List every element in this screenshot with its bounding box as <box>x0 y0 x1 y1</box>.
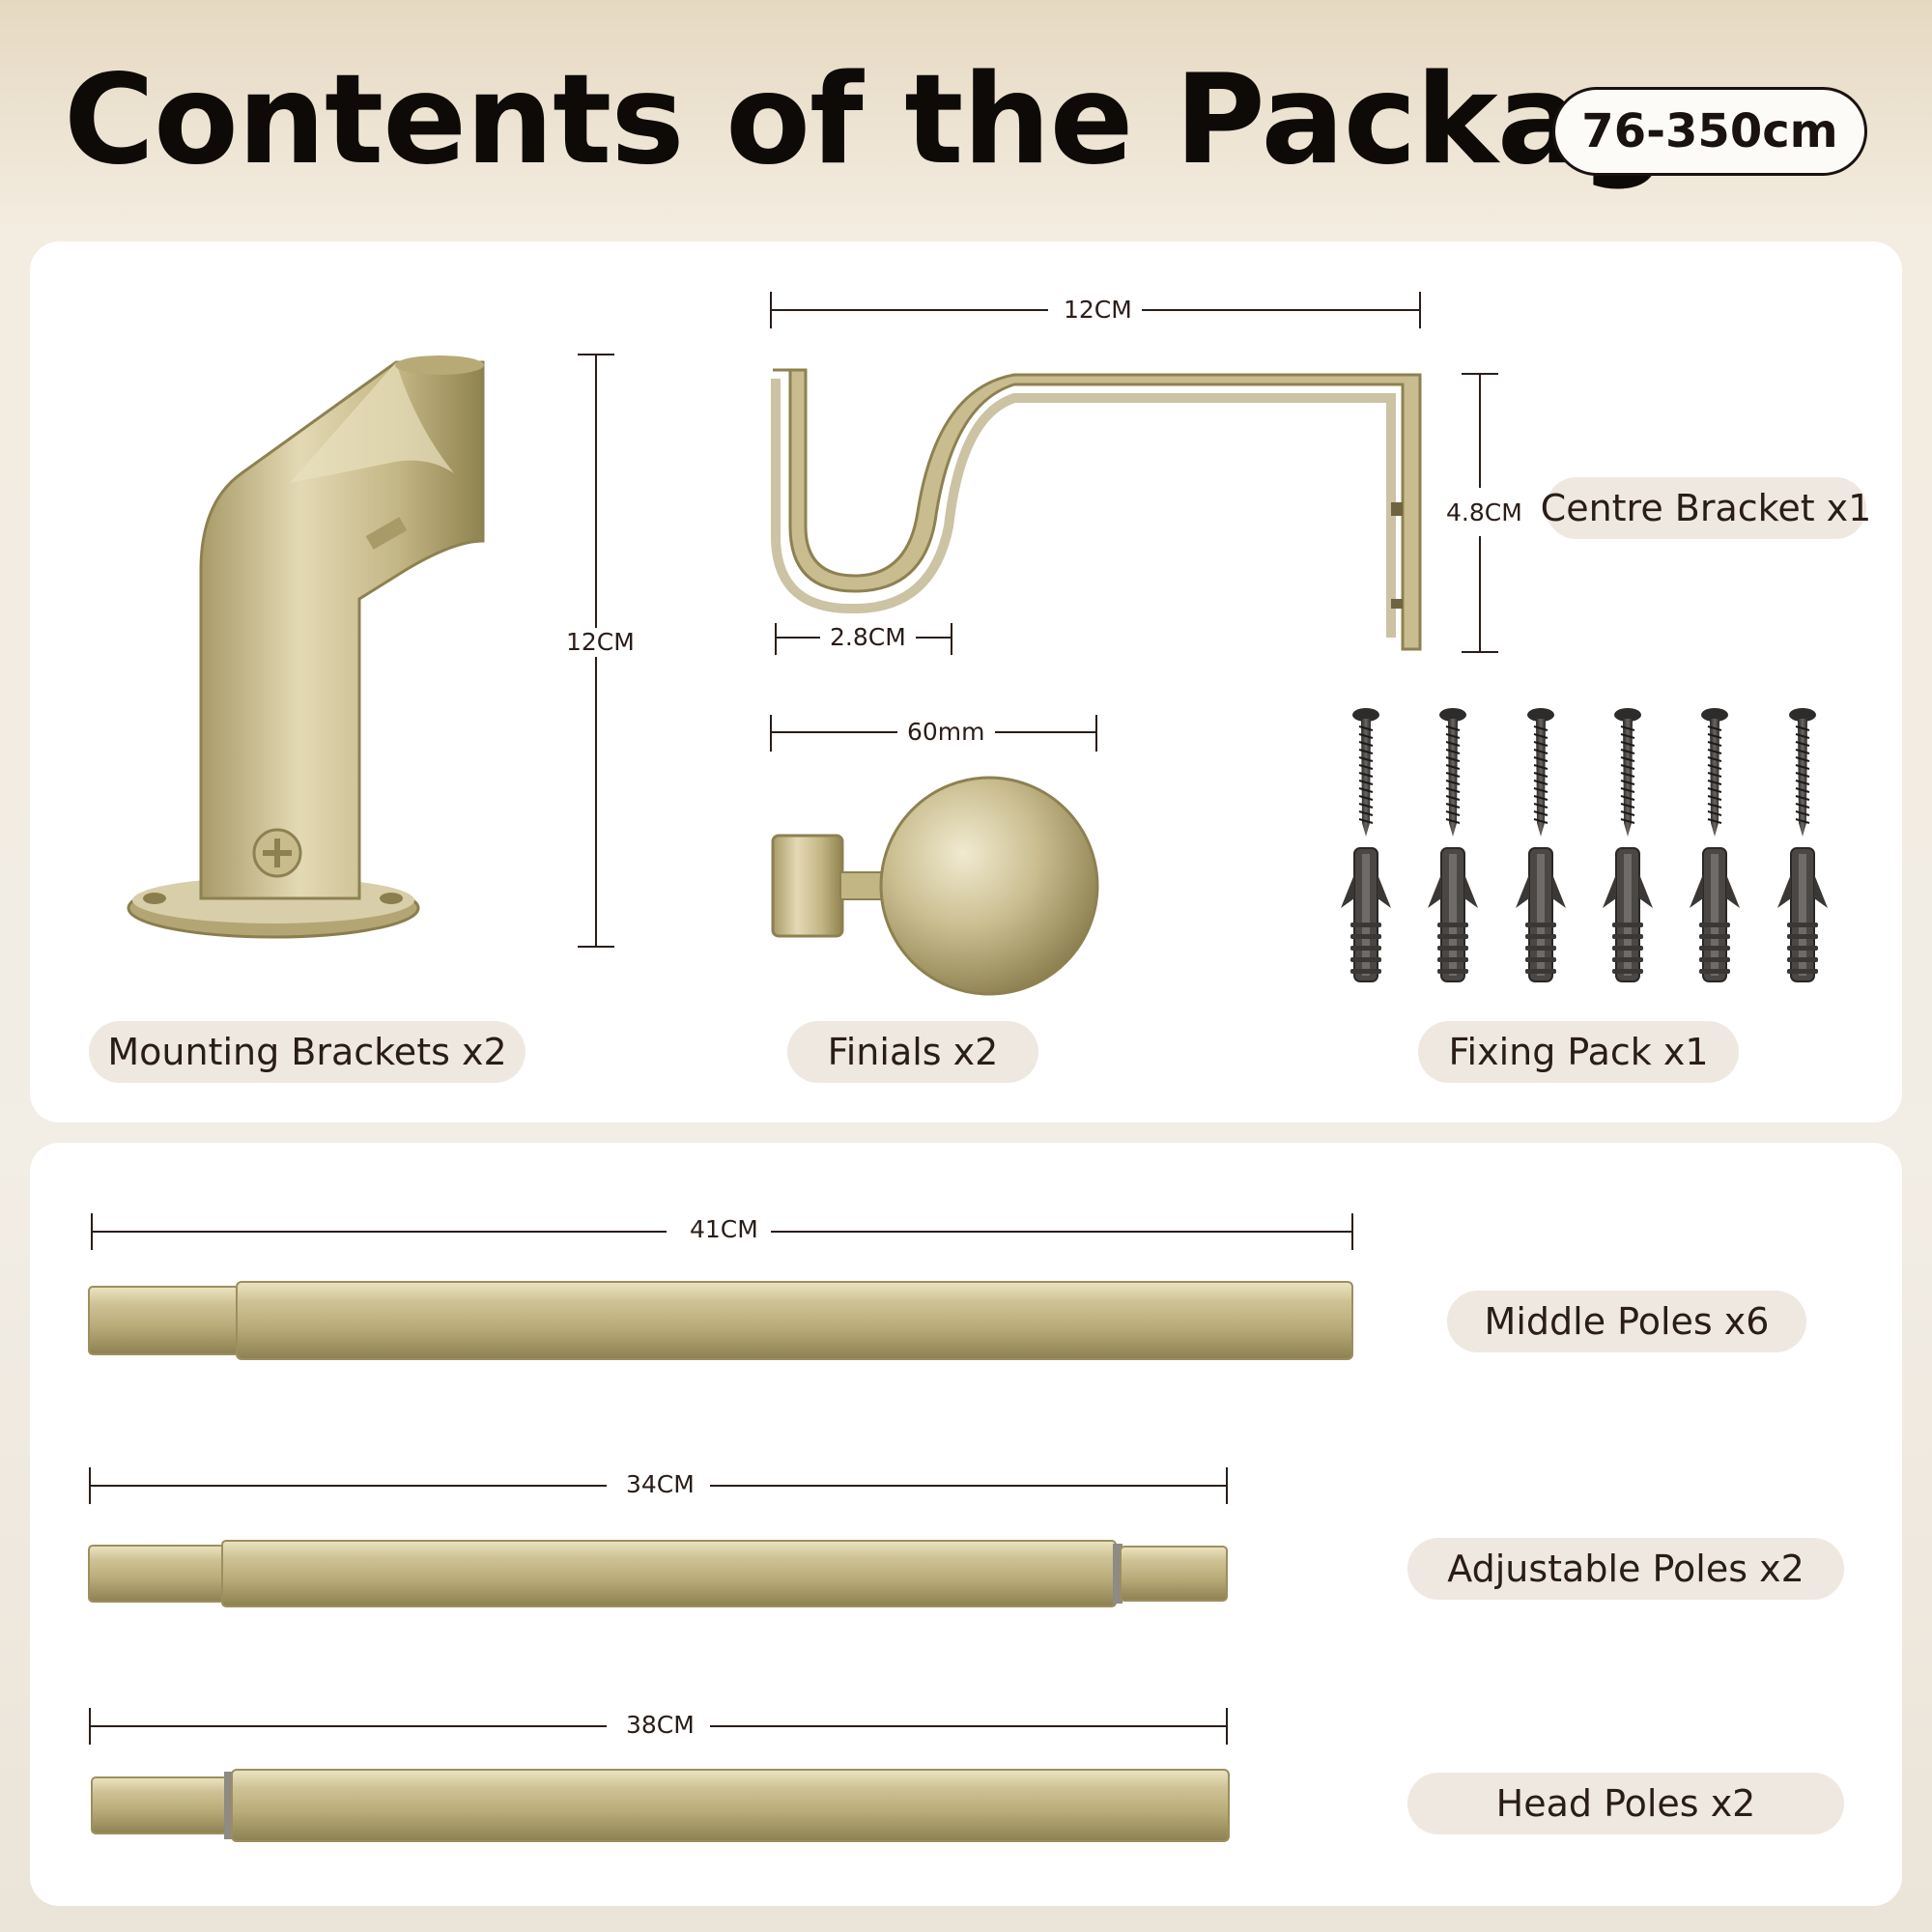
finial-width-label: 60mm <box>897 718 995 747</box>
wall-plug-icon <box>1341 847 1391 982</box>
wall-plug-icon <box>1690 847 1740 982</box>
fixing-pack-illustration <box>1341 708 1828 982</box>
centre-bracket-hook-label: 2.8CM <box>820 623 916 652</box>
page-title: Contents of the Package <box>64 48 1750 192</box>
centre-bracket-illustration <box>771 368 1422 651</box>
finials-label: Finials x2 <box>787 1021 1038 1083</box>
head-pole-dimension <box>89 1708 1228 1745</box>
head-poles-label: Head Poles x2 <box>1407 1773 1844 1834</box>
middle-poles-label: Middle Poles x6 <box>1447 1291 1806 1352</box>
centre-bracket-width-label: 12CM <box>1054 296 1142 325</box>
adjustable-pole-length-label: 34CM <box>616 1470 704 1499</box>
wall-plug-icon <box>1516 847 1566 982</box>
middle-pole-dimension <box>91 1213 1353 1250</box>
fixing-pack-label: Fixing Pack x1 <box>1418 1021 1739 1083</box>
head-pole-length-label: 38CM <box>616 1711 704 1740</box>
screw-icon <box>1701 708 1728 837</box>
centre-bracket-height-dimension <box>1462 373 1498 653</box>
adjustable-pole-dimension <box>89 1467 1228 1504</box>
centre-bracket-height-label: 4.8CM <box>1436 498 1532 527</box>
bracket-height-label: 12CM <box>556 628 644 657</box>
head-pole-illustration <box>91 1769 1230 1842</box>
screw-icon <box>1614 708 1641 837</box>
screw-icon <box>1439 708 1466 837</box>
adjustable-poles-label: Adjustable Poles x2 <box>1407 1538 1844 1600</box>
screw-icon <box>1352 708 1379 837</box>
wall-plug-icon <box>1603 847 1653 982</box>
mounting-bracket-illustration <box>127 355 485 939</box>
wall-plug-icon <box>1777 847 1828 982</box>
screw-icon <box>1527 708 1554 837</box>
wall-plug-icon <box>1428 847 1478 982</box>
adjustable-pole-illustration <box>88 1540 1228 1607</box>
screw-icon <box>1789 708 1816 837</box>
finial-width-dimension <box>770 715 1097 752</box>
middle-pole-illustration <box>88 1281 1353 1360</box>
centre-bracket-width-dimension <box>770 292 1421 328</box>
middle-pole-length-label: 41CM <box>680 1215 768 1244</box>
centre-bracket-label: Centre Bracket x1 <box>1541 477 1871 539</box>
mounting-brackets-label: Mounting Brackets x2 <box>89 1021 526 1083</box>
finial-illustration <box>771 776 1099 996</box>
size-range-badge: 76-350cm <box>1552 87 1867 176</box>
